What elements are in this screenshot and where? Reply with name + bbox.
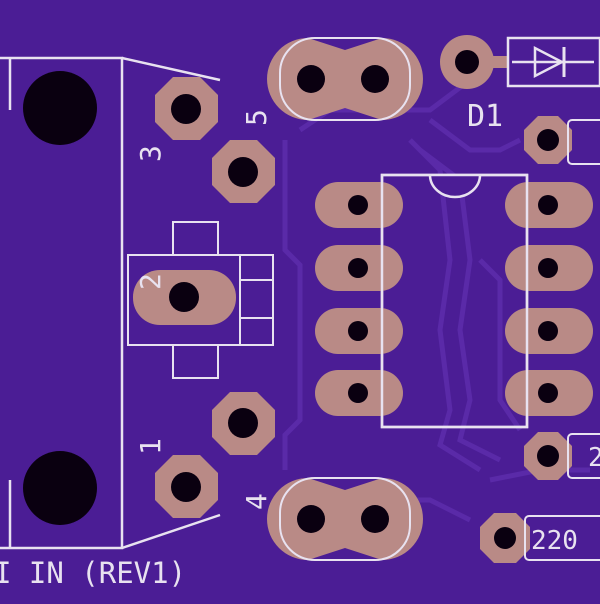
pin-label-4: 4	[240, 493, 273, 510]
mounting-hole-bottom	[23, 451, 97, 525]
ic-dip8	[315, 173, 593, 429]
double-pad-bottom	[267, 477, 423, 561]
ic-pad-2	[315, 245, 403, 291]
transistor-outline	[127, 221, 274, 379]
board-title-label: I IN (REV1)	[0, 556, 186, 590]
octagon-pad-3	[155, 77, 218, 140]
mounting-hole-top	[23, 71, 97, 145]
pin-label-1: 1	[134, 438, 167, 455]
pin-label-2: 2	[134, 273, 167, 290]
resistor-value-label: 220	[531, 526, 578, 556]
ic-pad-8	[505, 182, 593, 228]
resistor-pad-top	[524, 116, 600, 165]
resistor-pad-bottom	[480, 513, 600, 563]
octagon-pad-4-top	[212, 392, 275, 455]
ic-pad-7	[505, 245, 593, 291]
octagon-pad-1	[155, 455, 218, 518]
ic-pad-3	[315, 308, 403, 354]
resistor-label-partial: 2	[588, 443, 600, 473]
oval-pad-2	[133, 270, 236, 325]
ic-pad-1	[315, 182, 403, 228]
connector-outline	[0, 56, 221, 550]
resistor-pad-mid	[524, 432, 600, 480]
ic-pad-5	[505, 370, 593, 416]
diode-label: D1	[467, 99, 503, 134]
pin-label-3: 3	[134, 145, 167, 162]
octagon-pad-5	[212, 140, 275, 203]
ic-pad-4	[315, 370, 403, 416]
diode-d1	[440, 35, 600, 89]
ic-pad-6	[505, 308, 593, 354]
double-pad-top	[267, 37, 423, 121]
pin-label-5: 5	[240, 109, 273, 126]
